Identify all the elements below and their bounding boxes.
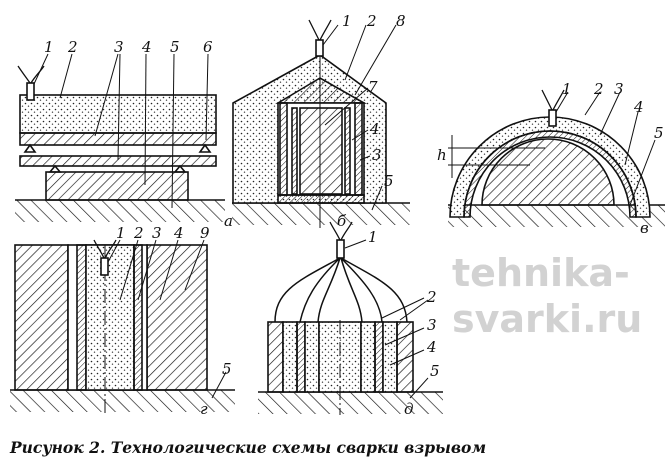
label-a-2: 2 — [67, 38, 78, 56]
detonator — [26, 82, 35, 101]
label-a-4: 4 — [141, 38, 152, 56]
detonator — [100, 257, 109, 276]
supports-upper — [23, 143, 212, 153]
label-v-h: h — [437, 146, 447, 164]
panel-letter-g: г — [200, 400, 208, 418]
explosive-core — [85, 244, 135, 391]
detonator-wires — [17, 65, 45, 84]
panel-letter-v: в — [640, 219, 649, 237]
flyer-arc — [463, 130, 637, 218]
label-d-1: 1 — [368, 228, 378, 246]
tube-inner-right — [344, 107, 351, 195]
tube-outer-left — [279, 102, 288, 196]
detonator — [548, 109, 557, 127]
label-d-5: 5 — [430, 362, 440, 380]
detonator — [336, 239, 345, 259]
panel-letter-d: д — [404, 400, 414, 418]
label-g-1: 1 — [116, 224, 126, 242]
label-g-5: 5 — [222, 360, 232, 378]
panel-b — [232, 19, 410, 228]
panel-a — [15, 53, 225, 222]
label-g-4: 4 — [173, 224, 184, 242]
label-v-4: 4 — [633, 98, 644, 116]
panel-letter-a: а — [224, 212, 233, 230]
supports-lower — [48, 164, 187, 173]
column-right — [396, 321, 414, 393]
label-g-3: 3 — [152, 224, 162, 242]
label-a-6: 6 — [203, 38, 213, 56]
panel-letter-b: б — [337, 212, 347, 230]
panel-d — [258, 221, 443, 415]
core-mandrel — [299, 107, 343, 195]
label-a-1: 1 — [44, 38, 54, 56]
label-v-3: 3 — [614, 80, 624, 98]
label-g-2: 2 — [133, 224, 144, 242]
label-a-5: 5 — [170, 38, 180, 56]
label-b-3: 3 — [372, 146, 382, 164]
label-v-2: 2 — [593, 80, 604, 98]
ground-base — [15, 200, 225, 222]
outer-block-left — [14, 244, 69, 391]
label-d-3: 3 — [427, 316, 437, 334]
panel-v — [448, 89, 665, 227]
label-b-1: 1 — [342, 12, 352, 30]
bottom-plate — [277, 194, 365, 204]
tube-outer-right — [354, 102, 363, 196]
label-a-3: 3 — [114, 38, 124, 56]
panel-g — [10, 239, 235, 415]
label-d-2: 2 — [426, 288, 437, 306]
label-v-1: 1 — [562, 80, 572, 98]
anvil-block — [45, 171, 189, 201]
tube-inner-left — [291, 107, 298, 195]
detonating-cords — [274, 257, 408, 323]
label-v-5: 5 — [654, 124, 664, 142]
label-b-8: 8 — [396, 12, 406, 30]
label-d-4: 4 — [426, 338, 437, 356]
column-left — [267, 321, 284, 393]
watermark: tehnika-svarki.ru — [452, 251, 643, 341]
label-b-7: 7 — [368, 78, 378, 96]
tube-right — [133, 244, 143, 391]
detonator — [315, 39, 324, 57]
tube-left — [76, 244, 87, 391]
label-b-5: 5 — [384, 172, 394, 190]
explosive-charge — [19, 94, 217, 134]
outer-block-right — [146, 244, 208, 391]
figure-caption: Рисунок 2. Технологические схемы сварки … — [10, 438, 487, 457]
mandrel — [481, 138, 615, 206]
label-b-4: 4 — [369, 120, 380, 138]
label-g-9: 9 — [200, 224, 210, 242]
label-b-2: 2 — [366, 12, 377, 30]
